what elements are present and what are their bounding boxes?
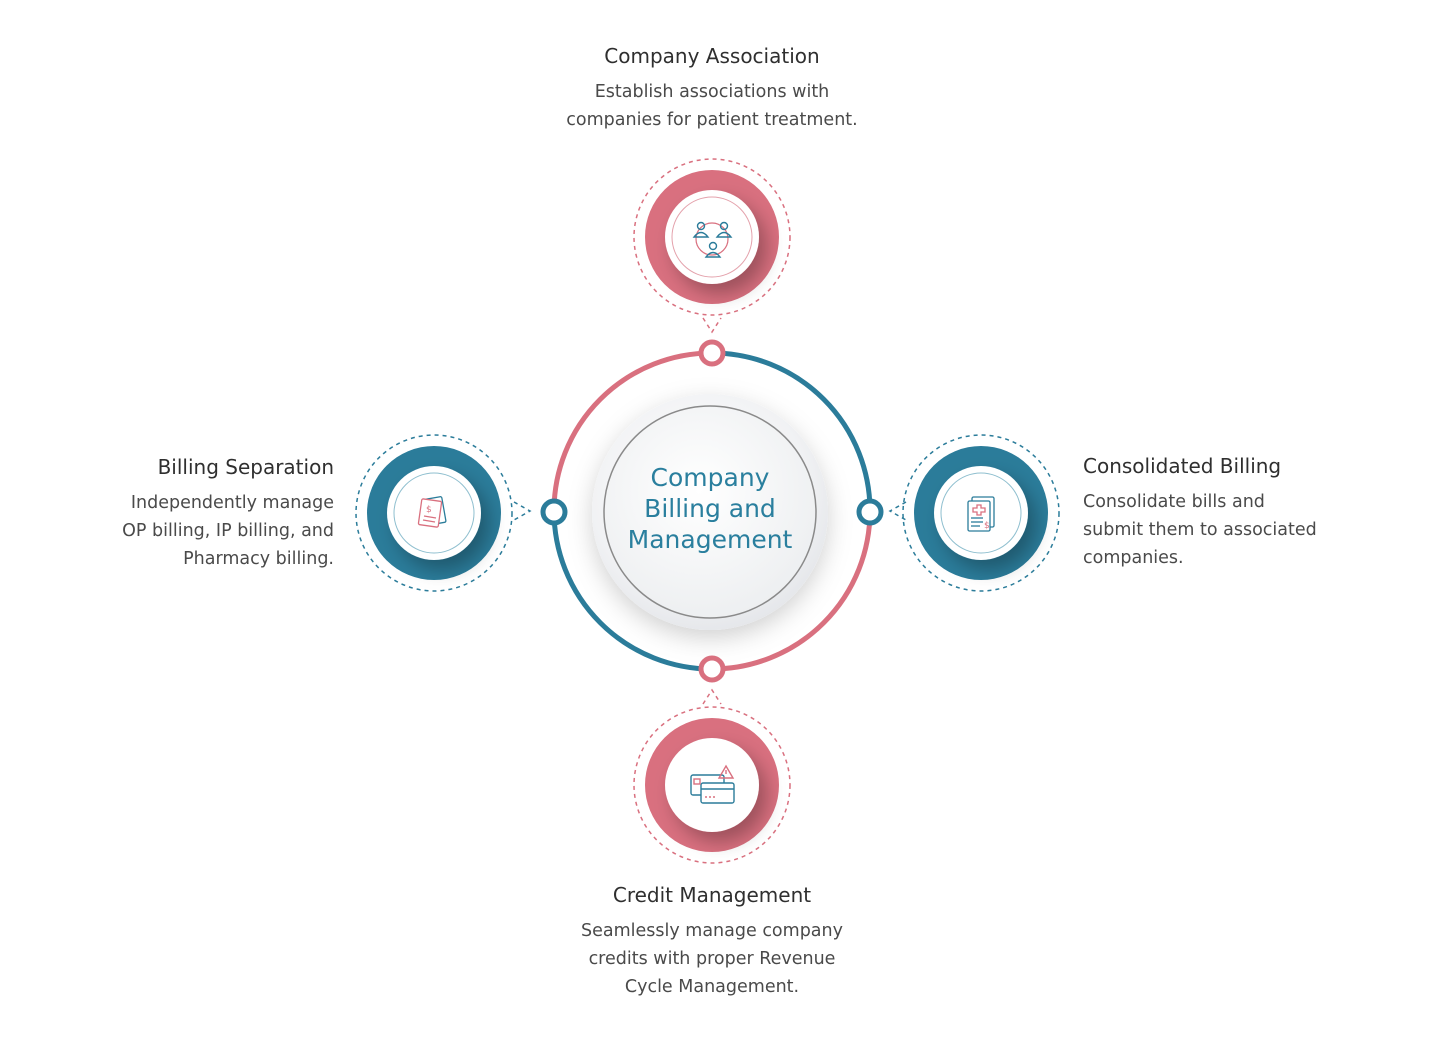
- label-consolidated-billing: Consolidated Billing Consolidate bills a…: [1083, 454, 1363, 572]
- medical-bill-icon: $: [967, 496, 995, 532]
- ring-dots: [540, 339, 884, 683]
- main-ring-teal-arc: [711, 350, 873, 512]
- center-disc: [592, 394, 828, 630]
- node-description: Consolidate bills and submit them to ass…: [1083, 492, 1317, 568]
- connectors: [513, 317, 907, 705]
- label-billing-separation: Billing Separation Independently manage …: [70, 455, 334, 573]
- connector-top: [702, 317, 722, 334]
- node-title: Company Association: [604, 44, 820, 68]
- connector-right: [888, 501, 907, 521]
- main-ring-pink-arc: [551, 350, 713, 512]
- invoice-documents-icon: $: [417, 496, 447, 528]
- node-top: [633, 158, 791, 316]
- svg-text:$: $: [984, 521, 990, 531]
- ring-dot-top: [698, 339, 726, 367]
- node-title: Credit Management: [612, 883, 812, 907]
- node-left: $: [355, 434, 513, 592]
- ring-dot-bottom: [698, 655, 726, 683]
- node-right-dashed-ring: [902, 434, 1060, 592]
- main-ring-teal-arc-2: [551, 510, 713, 672]
- connector-bottom: [702, 688, 722, 705]
- ring-dot-left: [540, 498, 568, 526]
- connector-left: [513, 501, 532, 521]
- center-title: Company Billing and Management: [627, 463, 793, 554]
- node-right: $: [902, 434, 1060, 592]
- node-bottom-dashed-ring: [633, 706, 791, 864]
- svg-text:$: $: [426, 505, 432, 515]
- users-network-icon: [692, 221, 733, 258]
- credit-card-alert-icon: [690, 764, 735, 804]
- main-ring-pink-arc-2: [711, 510, 873, 672]
- node-description: Independently manage OP billing, IP bill…: [122, 493, 334, 569]
- main-ring: [551, 350, 873, 672]
- ring-dot-right: [856, 498, 884, 526]
- node-left-dashed-ring: [355, 434, 513, 592]
- node-description: Seamlessly manage company credits with p…: [581, 921, 843, 997]
- node-top-dashed-ring: [633, 158, 791, 316]
- center-inner-ring: [603, 405, 817, 619]
- node-bottom: [633, 706, 791, 864]
- node-title: Consolidated Billing: [1083, 454, 1282, 478]
- label-credit-management: Credit Management Seamlessly manage comp…: [500, 883, 924, 1001]
- node-description: Establish associations with companies fo…: [566, 82, 858, 130]
- label-company-association: Company Association Establish associatio…: [470, 44, 954, 134]
- node-title: Billing Separation: [157, 455, 334, 479]
